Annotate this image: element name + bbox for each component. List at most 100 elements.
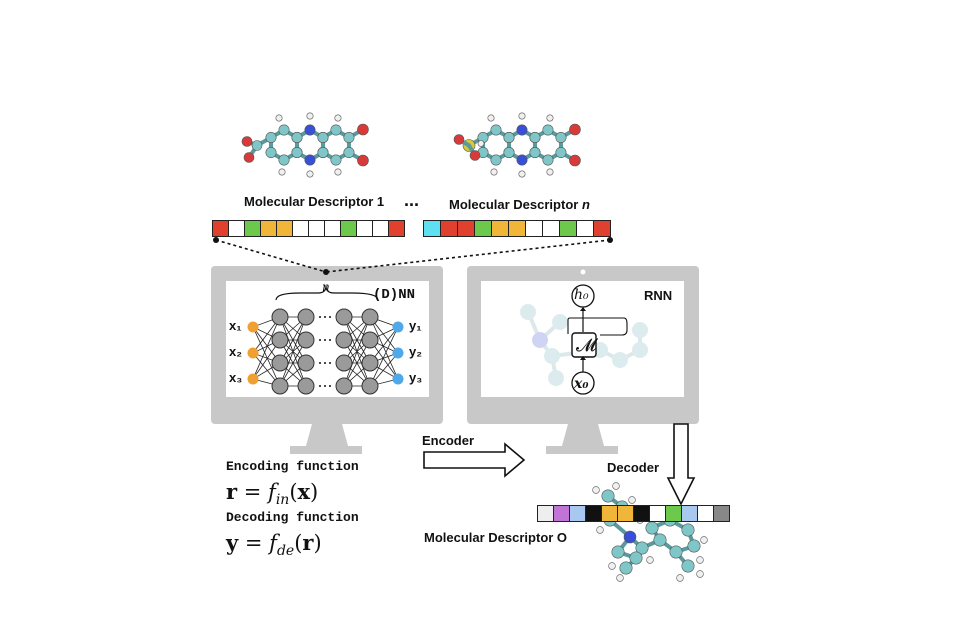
molecule-atom — [343, 147, 355, 159]
molecule-atom — [469, 150, 481, 161]
nn-hidden-node — [271, 354, 289, 372]
decoding-func: f — [269, 531, 277, 555]
nn-edge — [252, 326, 281, 387]
nn-ellipsis-dot — [324, 385, 326, 387]
molecule-atom — [555, 132, 567, 144]
rnn-input-arrow-head — [580, 356, 586, 360]
molecule-atom — [700, 536, 708, 544]
descriptor-cell — [649, 505, 666, 522]
nn-hidden-node — [335, 308, 353, 326]
descriptor-cell — [585, 505, 602, 522]
descriptor-cell — [228, 220, 245, 237]
nn-monitor-neck — [306, 424, 348, 446]
molecule-atom — [334, 168, 342, 176]
descriptor-cell — [633, 505, 650, 522]
nn-input-node — [247, 347, 259, 359]
nn-hidden-node — [271, 331, 289, 349]
dashed-connector-left — [215, 239, 327, 273]
molecule-atom — [275, 114, 283, 122]
rnn-cell-label: 𝓜 — [576, 335, 597, 356]
rnn-bg-atom — [552, 314, 568, 330]
nn-panel-title: (D)NN — [373, 287, 416, 303]
nn-output-node — [392, 347, 404, 359]
molecule-atom — [317, 132, 329, 144]
nn-output-label: y₁ — [409, 318, 422, 333]
rnn-bg-atom — [632, 342, 648, 358]
descriptor-cell — [553, 505, 570, 522]
molecule-atom — [628, 496, 636, 504]
nn-input-label: x₂ — [229, 344, 243, 359]
nn-edge — [279, 316, 307, 387]
rnn-cell-diagram — [520, 284, 648, 395]
nn-input-node — [247, 373, 259, 385]
nn-layer-count-var: n — [322, 280, 330, 294]
nn-ellipsis-dot — [319, 385, 321, 387]
molecule-atom — [490, 124, 502, 136]
nn-hidden-node — [361, 308, 379, 326]
molecule-atom — [546, 114, 554, 122]
descriptor-cell — [324, 220, 341, 237]
molecule-atom — [503, 132, 515, 144]
rnn-hidden-label: h₀ — [574, 287, 589, 303]
descriptor-cell — [474, 220, 492, 237]
descriptor-cell — [665, 505, 682, 522]
molecule-atom — [343, 132, 355, 144]
descriptor-cell — [423, 220, 441, 237]
molecule-atom — [251, 140, 263, 151]
molecule-atom — [542, 124, 554, 136]
molecule-atom — [241, 136, 253, 147]
nn-edge — [343, 316, 371, 364]
descriptor-cell — [388, 220, 405, 237]
nn-ellipsis-dot — [329, 339, 331, 341]
descriptor-cell — [491, 220, 509, 237]
connector-dot-center — [323, 269, 329, 275]
decoding-function-title: Decoding function — [226, 510, 359, 525]
descriptor-cell — [276, 220, 293, 237]
rnn-monitor-stand — [546, 446, 618, 454]
nn-edge — [369, 326, 399, 387]
descriptor-n-label: Molecular Descriptor n — [449, 197, 590, 212]
nn-layer-brace — [275, 285, 379, 301]
rnn-loop — [567, 317, 628, 336]
descriptor-cell — [569, 505, 586, 522]
molecule-atom — [646, 556, 654, 564]
molecule-atom — [330, 124, 342, 136]
nn-ellipsis-dot — [319, 316, 321, 318]
molecule-atom — [357, 123, 369, 136]
decoding-lhs: y — [226, 530, 239, 555]
descriptor-cell — [593, 220, 611, 237]
rnn-bg-atom — [532, 332, 548, 348]
molecule-atom — [477, 140, 485, 147]
molecule-atom — [278, 168, 286, 176]
nn-ellipsis-dot — [324, 316, 326, 318]
molecule-atom — [306, 112, 314, 120]
nn-hidden-node — [297, 308, 315, 326]
nn-edge — [279, 316, 307, 364]
descriptor-cell — [212, 220, 229, 237]
molecule-atom — [569, 154, 581, 167]
descriptor-cell — [542, 220, 560, 237]
rnn-input-node — [571, 371, 595, 395]
molecule-atom — [601, 489, 615, 503]
encoder-arrow — [423, 442, 526, 478]
decoding-equation: y = fde(r) — [226, 530, 322, 560]
decoder-arrow — [666, 423, 696, 506]
descriptor-cell — [372, 220, 389, 237]
molecule-atom — [555, 147, 567, 159]
nn-hidden-node — [297, 354, 315, 372]
molecule-atom — [291, 147, 303, 159]
molecule-atom — [542, 154, 554, 166]
nn-edge — [369, 316, 399, 380]
molecule-atom — [645, 521, 659, 535]
nn-hidden-node — [335, 331, 353, 349]
molecule-atom — [529, 132, 541, 144]
molecule-atom — [569, 123, 581, 136]
molecule-atom — [696, 570, 704, 578]
molecule-atom — [608, 562, 616, 570]
molecule-atom — [623, 530, 637, 544]
nn-edge — [343, 316, 371, 387]
molecule-atom — [676, 574, 684, 582]
rnn-up-arrow-head — [580, 307, 586, 311]
connector-dot-left — [213, 237, 219, 243]
